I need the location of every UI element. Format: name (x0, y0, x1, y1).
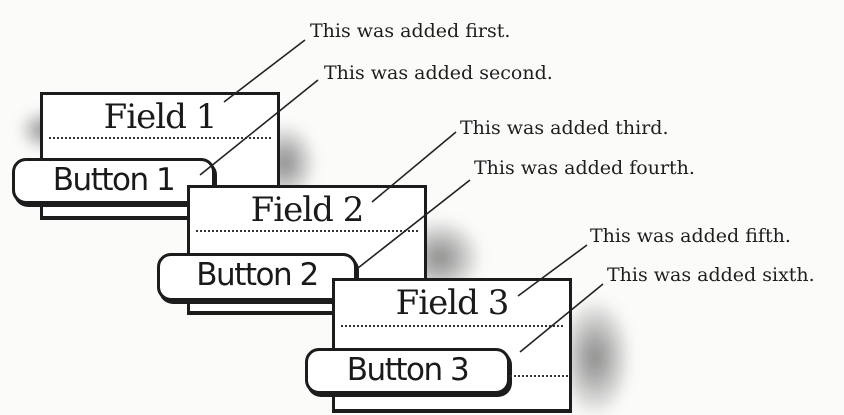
leader-line-second (199, 79, 319, 176)
annotation-fourth: This was added fourth. (474, 157, 695, 179)
annotation-first: This was added first. (310, 20, 511, 42)
button-1-label: Button 1 (52, 162, 176, 198)
button-3-dotted-tail (510, 375, 568, 377)
field-3-dotted-line (341, 325, 563, 327)
annotation-third: This was added third. (460, 117, 669, 139)
annotation-sixth: This was added sixth. (607, 264, 815, 286)
button-2-label: Button 2 (196, 257, 319, 293)
button-2[interactable]: Button 2 (157, 253, 357, 301)
leader-line-fifth (517, 244, 588, 297)
field-2-label: Field 2 (250, 190, 365, 230)
button-3[interactable]: Button 3 (305, 348, 510, 394)
field-3-label: Field 3 (395, 283, 510, 323)
button-1[interactable]: Button 1 (12, 158, 215, 204)
leader-line-first (223, 39, 306, 103)
field-1-dotted-line (49, 137, 271, 139)
button-3-label: Button 3 (346, 352, 470, 388)
field-2-dotted-line (196, 230, 418, 232)
leader-line-fourth (357, 179, 471, 269)
leader-line-third (371, 131, 457, 203)
leader-line-sixth (519, 283, 604, 353)
annotation-fifth: This was added fifth. (590, 225, 791, 247)
field-1-label: Field 1 (103, 97, 218, 137)
annotation-second: This was added second. (324, 62, 553, 84)
